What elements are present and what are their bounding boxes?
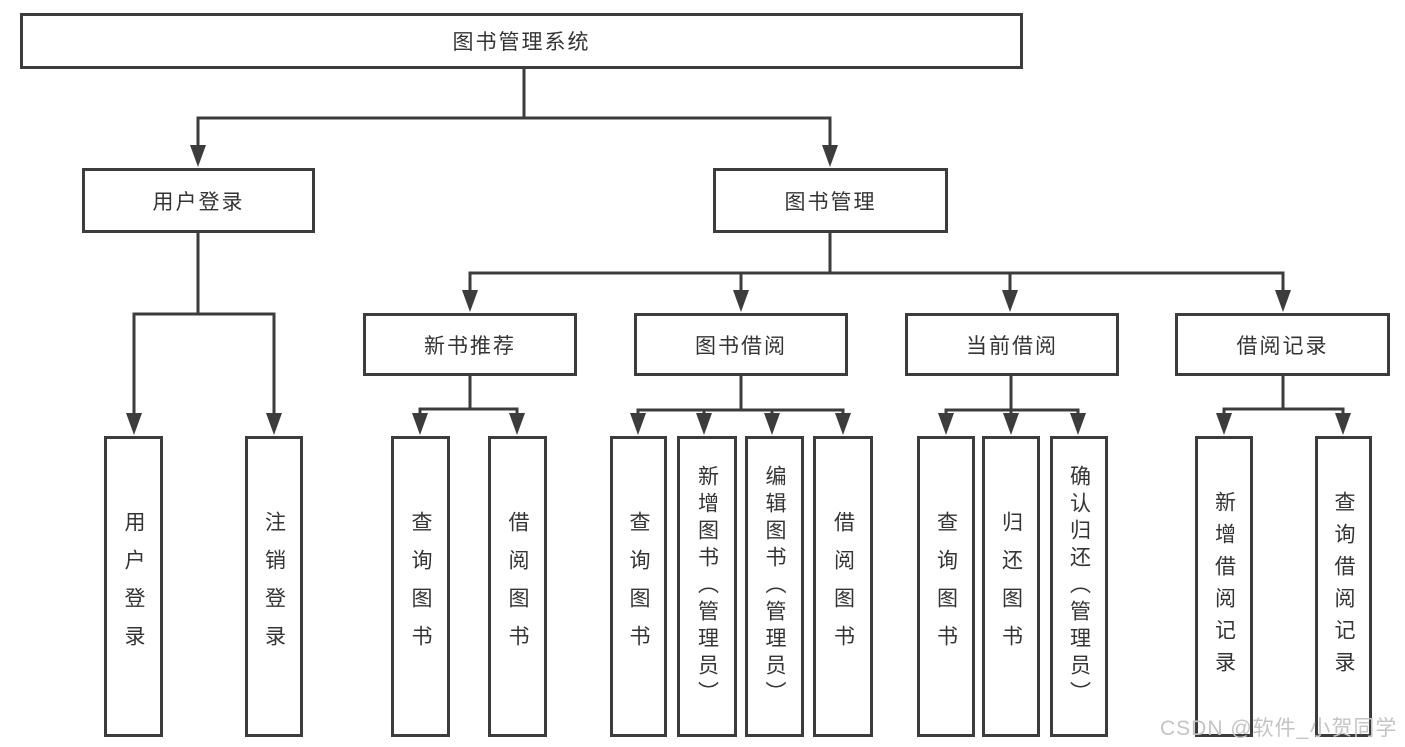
node-borrow-records: 借阅记录 (1175, 313, 1390, 376)
csdn-watermark: CSDN @软件_小贺同学 (1160, 717, 1398, 740)
leaf-edit-books-admin-label: 编辑图书（管理员） (763, 465, 787, 708)
leaf-confirm-return-admin: 确认归还（管理员） (1050, 436, 1108, 737)
connector-new-book-split (412, 376, 525, 435)
leaf-query-borrow-record: 查询借阅记录 (1315, 436, 1372, 737)
leaf-add-borrow-record: 新增借阅记录 (1195, 436, 1253, 737)
node-new-book-recommend-label: 新书推荐 (424, 334, 516, 358)
node-current-borrowing: 当前借阅 (905, 313, 1119, 376)
connector-borrow-records-split (1216, 376, 1351, 435)
leaf-logout-login: 注销登录 (245, 436, 303, 737)
leaf-query-books-recommend: 查询图书 (391, 436, 450, 737)
leaf-borrow-books-recommend: 借阅图书 (488, 436, 547, 737)
node-book-borrowing-label: 图书借阅 (695, 334, 787, 358)
leaf-edit-books-admin: 编辑图书（管理员） (745, 436, 804, 737)
leaf-add-books-admin: 新增图书（管理员） (677, 436, 737, 737)
node-book-borrowing: 图书借阅 (634, 313, 848, 376)
node-user-login: 用户登录 (82, 168, 315, 233)
node-book-management-label: 图书管理 (784, 190, 877, 214)
node-system-root: 图书管理系统 (20, 13, 1023, 69)
node-borrow-records-label: 借阅记录 (1236, 334, 1329, 358)
connector-book-borrowing-split (630, 376, 851, 435)
node-current-borrowing-label: 当前借阅 (966, 334, 1058, 358)
node-system-root-label: 图书管理系统 (452, 31, 591, 54)
leaf-query-books-current: 查询图书 (917, 436, 975, 737)
leaf-confirm-return-admin-label: 确认归还（管理员） (1067, 465, 1091, 708)
leaf-query-books-borrowing: 查询图书 (610, 436, 667, 737)
leaf-return-books: 归还图书 (982, 436, 1040, 737)
leaf-borrow-books-borrowing-label: 借阅图书 (831, 510, 855, 663)
leaf-user-login-label: 用户登录 (122, 510, 146, 663)
connector-root-split (190, 69, 838, 167)
leaf-return-books-label: 归还图书 (999, 510, 1023, 663)
connector-current-borrowing-split (938, 376, 1086, 435)
leaf-borrow-books-borrowing: 借阅图书 (813, 436, 873, 737)
leaf-user-login: 用户登录 (104, 436, 163, 737)
leaf-add-borrow-record-label: 新增借阅记录 (1212, 490, 1236, 683)
leaf-query-books-borrowing-label: 查询图书 (627, 510, 651, 663)
leaf-query-books-current-label: 查询图书 (934, 510, 958, 663)
connector-management-split (462, 233, 1291, 312)
node-new-book-recommend: 新书推荐 (363, 313, 577, 376)
leaf-add-books-admin-label: 新增图书（管理员） (695, 465, 719, 708)
leaf-query-borrow-record-label: 查询借阅记录 (1332, 490, 1356, 683)
leaf-logout-login-label: 注销登录 (262, 510, 286, 663)
leaf-borrow-books-recommend-label: 借阅图书 (506, 510, 530, 663)
node-user-login-label: 用户登录 (152, 190, 245, 214)
leaf-query-books-recommend-label: 查询图书 (409, 510, 433, 663)
node-book-management: 图书管理 (713, 168, 948, 233)
connector-user-login-split (126, 233, 282, 435)
